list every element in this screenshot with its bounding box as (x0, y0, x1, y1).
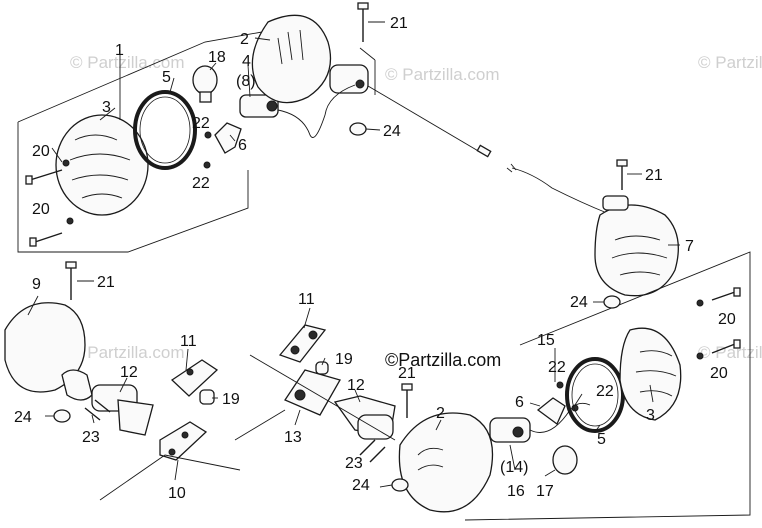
watermarks: © Partzilla.com © Partzilla.com © Partzi… (70, 53, 762, 362)
callout-label: 22 (596, 383, 614, 400)
callout-label: 15 (537, 332, 555, 349)
callout-label: 19 (335, 351, 353, 368)
callout-label: 24 (14, 409, 32, 426)
callout-label: 18 (208, 49, 226, 66)
callout-label: 5 (597, 431, 606, 448)
callout-label: 21 (398, 365, 416, 382)
callout-label: 7 (685, 238, 694, 255)
watermark-text: © Partzilla.com (385, 65, 500, 84)
watermark-text: © Partzilla.com (70, 53, 185, 72)
callout-label: 23 (345, 455, 363, 472)
front-winker-assembly-top (17, 2, 492, 253)
callout-label: 12 (120, 364, 138, 381)
callout-label: 3 (646, 407, 655, 424)
callout-label: 20 (718, 311, 736, 328)
callout-label: 9 (32, 276, 41, 293)
callout-label: 24 (570, 294, 588, 311)
center-stay-assembly (234, 324, 413, 463)
callout-labels: 1 2 3 4 (8) 5 6 18 20 20 21 21 21 22 22 … (14, 15, 736, 502)
callout-label: 5 (162, 69, 171, 86)
callout-label: 12 (347, 377, 365, 394)
callout-label: 10 (168, 485, 186, 502)
callout-label: 6 (515, 394, 524, 411)
callout-label: 4 (242, 53, 251, 70)
callout-label: 21 (97, 274, 115, 291)
callout-label: 1 (115, 42, 124, 59)
callout-label: 20 (32, 201, 50, 218)
watermark-text: © Partzilla.com (70, 343, 185, 362)
copyright-credit: ©Partzilla.com (385, 350, 501, 370)
callout-label: 6 (238, 137, 247, 154)
callout-label: 19 (222, 391, 240, 408)
callout-label: 2 (436, 405, 445, 422)
callout-label: 20 (32, 143, 50, 160)
callout-label: 3 (102, 99, 111, 116)
front-winker-assembly-bottom (391, 251, 751, 521)
callout-label: 22 (192, 115, 210, 132)
watermark-text: © Partzilla.com (698, 53, 762, 72)
callout-label: 24 (352, 477, 370, 494)
callout-label: 16 (507, 483, 525, 500)
leader-lines (27, 21, 680, 488)
callout-label: 21 (390, 15, 408, 32)
callout-label: 23 (82, 429, 100, 446)
callout-label: 20 (710, 365, 728, 382)
callout-label: 22 (548, 359, 566, 376)
callout-label: 2 (240, 31, 249, 48)
callout-label: 21 (645, 167, 663, 184)
callout-label: 11 (298, 291, 315, 308)
callout-label: 17 (536, 483, 554, 500)
rear-winker-right (506, 159, 679, 297)
callout-label: 13 (284, 429, 302, 446)
watermark-text: © Partzilla.com (698, 343, 762, 362)
callout-label: (8) (236, 73, 256, 90)
rear-winker-left (4, 261, 241, 501)
callout-label: 24 (383, 123, 401, 140)
callout-label: 11 (180, 333, 197, 350)
callout-label: 22 (192, 175, 210, 192)
lens (55, 114, 149, 216)
callout-label: (14) (500, 459, 528, 476)
